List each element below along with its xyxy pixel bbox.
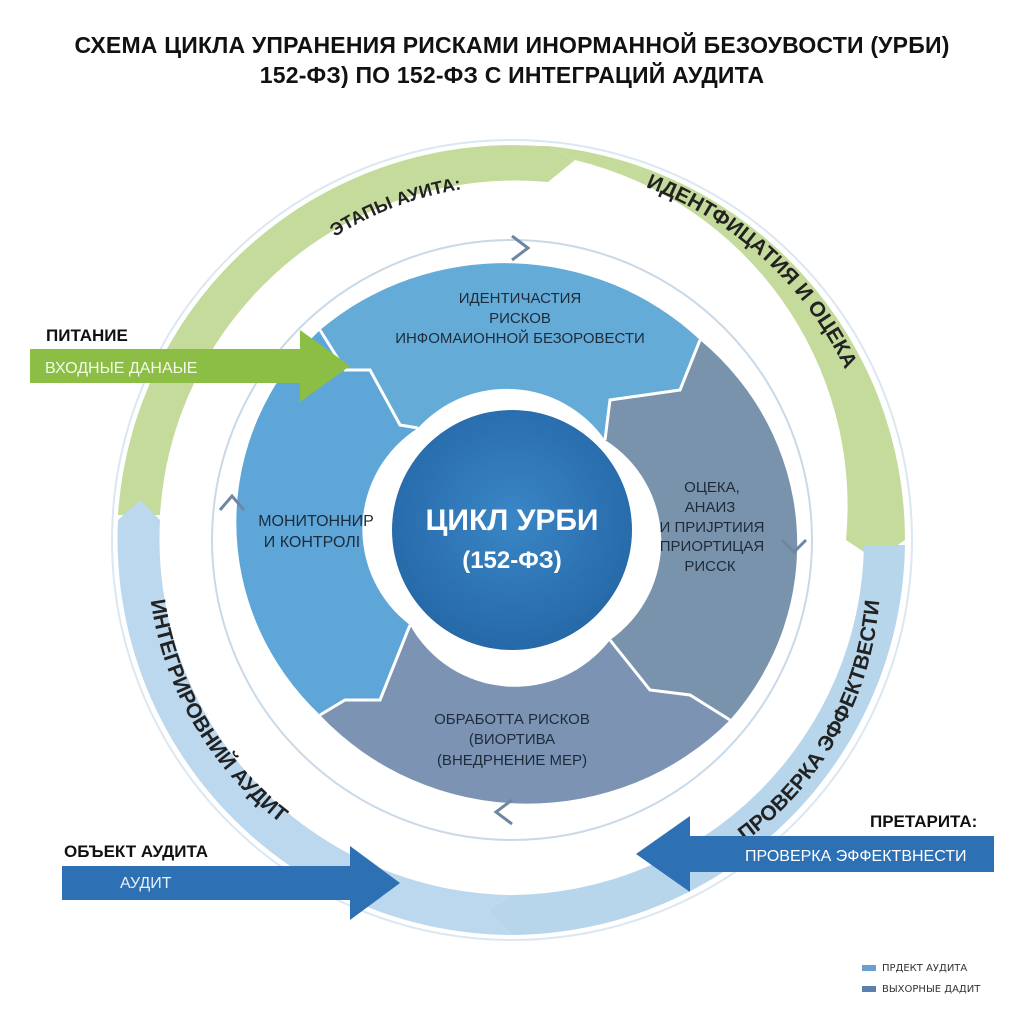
audit-label: АУДИТ bbox=[120, 875, 172, 892]
audit-arrow: АУДИТ bbox=[62, 846, 400, 920]
input-data-label: ВХОДНЫЕ ДАНАЫЕ bbox=[45, 360, 197, 377]
input-data-arrow: ВХОДНЫЕ ДАНАЫЕ bbox=[30, 330, 350, 402]
sector-monitor-line2: И КОНТРОЛI bbox=[264, 534, 360, 551]
sector-monitor bbox=[236, 330, 418, 715]
chevron-right-icon bbox=[511, 234, 531, 262]
sector-monitor-line1: МОНИТОННИР bbox=[258, 513, 374, 530]
legend-label: ВЫХОРНЫЕ ДАДИТ bbox=[882, 984, 981, 995]
cycle-chevrons bbox=[218, 234, 808, 826]
outer-ring-green-segment bbox=[118, 145, 575, 515]
diagram-title-line2: 152-ФЗ) ПО 152-ФЗ С ИНТЕГРАЦИЙ АУДИТА bbox=[259, 62, 765, 88]
legend-item-1: ПРДЕКТ АУДИТА bbox=[862, 963, 967, 974]
sector-treat-line2: (ВИОРТИВА bbox=[469, 731, 555, 748]
sector-assess-line1: ОЦЕКА, bbox=[684, 479, 740, 496]
sector-identify bbox=[320, 263, 700, 440]
sector-identify-line2: РИСКОВ bbox=[489, 310, 551, 327]
outer-ring-outline bbox=[111, 139, 913, 941]
effectiveness-check-label: ПРОВЕРКА ЭФФЕКТВНЕСТИ bbox=[745, 848, 967, 865]
legend-swatch bbox=[862, 986, 876, 992]
chevron-left-icon bbox=[493, 798, 513, 826]
sector-treat-line1: ОБРАБОТТА РИСКОВ bbox=[434, 711, 590, 728]
audit-object-label: ОБЪЕКТ АУДИТА bbox=[64, 842, 209, 861]
sector-assess-line3: И ПРИЈРТИИЯ bbox=[660, 519, 765, 536]
center-subtitle: (152-ФЗ) bbox=[462, 547, 562, 574]
nutrition-label: ПИТАНИЕ bbox=[46, 326, 128, 345]
center-title: ЦИКЛ УРБИ bbox=[426, 504, 599, 537]
outer-ring-blue-segment-left bbox=[117, 500, 512, 935]
sector-identify-line3: ИНФОМАИОННОЙ БЕЗОРОВЕСТИ bbox=[395, 329, 645, 347]
legend-swatch bbox=[862, 965, 876, 971]
sector-assess-line4: ПРИОРТИЦАЯ bbox=[660, 538, 764, 555]
chevron-up-icon bbox=[218, 493, 246, 511]
sector-assess-line5: РИССК bbox=[684, 558, 735, 575]
sector-identify-line1: ИДЕНТИЧАСТИЯ bbox=[459, 290, 582, 307]
legend-item-2: ВЫХОРНЫЕ ДАДИТ bbox=[862, 984, 980, 995]
legend-label: ПРДЕКТ АУДИТА bbox=[882, 963, 968, 974]
chevron-down-icon bbox=[780, 538, 808, 555]
sector-assess bbox=[605, 340, 798, 720]
center-circle bbox=[392, 410, 632, 650]
effectiveness-check-arrow: ПРОВЕРКА ЭФФЕКТВНЕСТИ bbox=[636, 816, 994, 892]
outer-ring-green-segment-right bbox=[548, 146, 905, 560]
priority-label: ПРЕТАРИТА: bbox=[870, 812, 978, 831]
sector-assess-line2: АНАИЗ bbox=[685, 499, 736, 516]
diagram-title-line1: СХЕМА ЦИКЛА УПРАНЕНИЯ РИСКАМИ ИНОРМАННОЙ… bbox=[74, 32, 950, 58]
sector-treat-line3: (ВНЕДРНЕНИЕ МЕР) bbox=[437, 752, 587, 769]
sector-treat bbox=[320, 625, 730, 804]
